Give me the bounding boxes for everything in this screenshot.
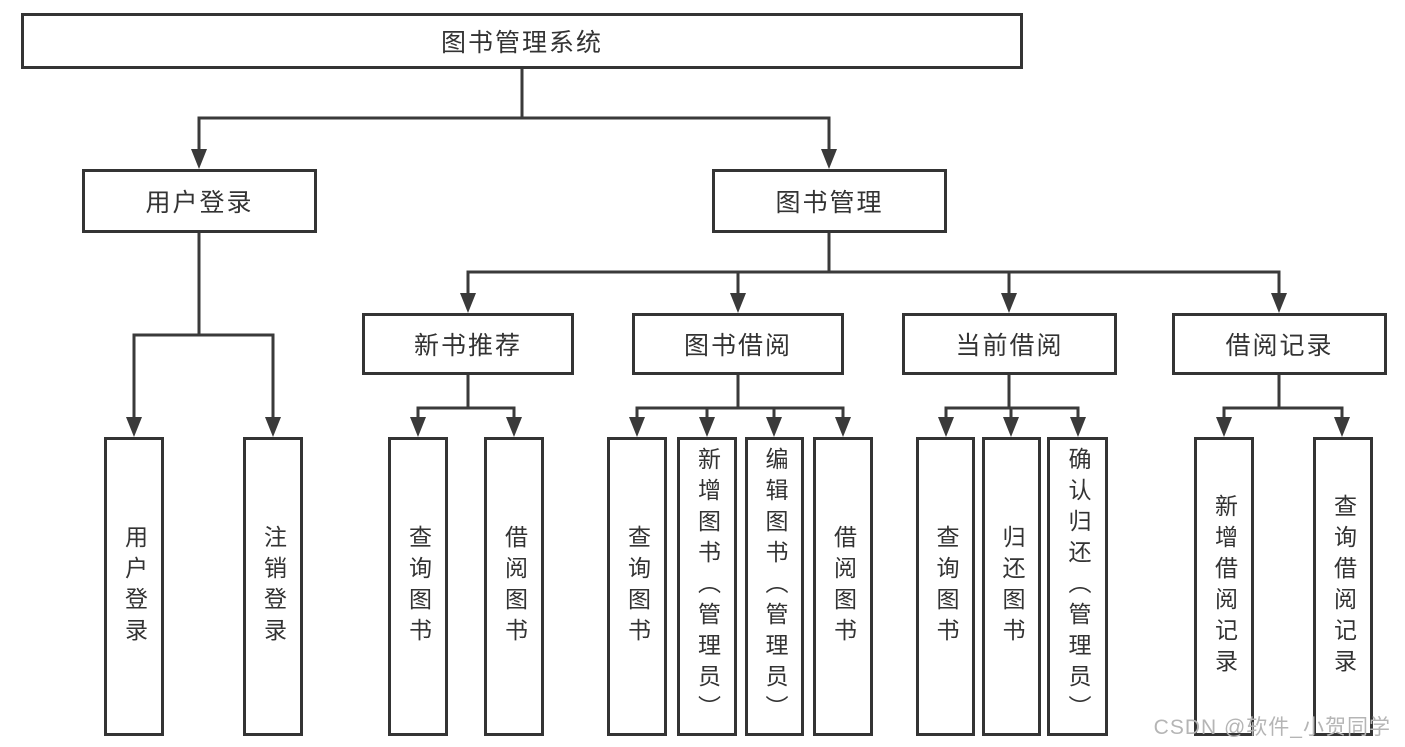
node-branch-user-login-label: 用户登录 (145, 189, 254, 217)
node-leaf-query-books-borrow: 查询图书 (607, 437, 667, 736)
node-root-label: 图书管理系统 (440, 29, 603, 57)
node-leaf-borrow-books-label: 借阅图书 (830, 524, 857, 649)
node-leaf-query-borrow-record: 查询借阅记录 (1313, 437, 1373, 736)
node-leaf-edit-books-admin-label: 编辑图书（管理员） (762, 447, 788, 726)
node-leaf-query-borrow-record-label: 查询借阅记录 (1330, 493, 1357, 680)
connector-arrowheads (126, 149, 1350, 437)
node-leaf-logout-label: 注销登录 (260, 524, 287, 649)
node-leaf-return-books: 归还图书 (982, 437, 1041, 736)
node-leaf-query-books-recommend-label: 查询图书 (405, 524, 432, 649)
node-module-book-borrow: 图书借阅 (632, 313, 844, 375)
node-module-book-borrow-label: 图书借阅 (683, 332, 792, 360)
node-leaf-query-books-current: 查询图书 (916, 437, 975, 736)
node-leaf-add-borrow-record-label: 新增借阅记录 (1211, 493, 1238, 680)
node-module-new-book-recommend-label: 新书推荐 (413, 332, 522, 360)
node-leaf-confirm-return-admin: 确认归还（管理员） (1047, 437, 1108, 736)
node-module-borrow-records-label: 借阅记录 (1225, 332, 1334, 360)
node-leaf-query-books-borrow-label: 查询图书 (624, 524, 651, 649)
node-leaf-add-borrow-record: 新增借阅记录 (1194, 437, 1254, 736)
node-leaf-edit-books-admin: 编辑图书（管理员） (745, 437, 804, 736)
node-root: 图书管理系统 (21, 13, 1023, 69)
node-module-new-book-recommend: 新书推荐 (362, 313, 574, 375)
node-leaf-query-books-current-label: 查询图书 (933, 524, 959, 649)
node-leaf-logout: 注销登录 (243, 437, 303, 736)
node-leaf-borrow-books-recommend: 借阅图书 (484, 437, 544, 736)
node-leaf-confirm-return-admin-label: 确认归还（管理员） (1065, 447, 1091, 726)
node-leaf-add-books-admin-label: 新增图书（管理员） (694, 447, 721, 726)
node-leaf-add-books-admin: 新增图书（管理员） (677, 437, 737, 736)
node-branch-user-login: 用户登录 (82, 169, 317, 233)
node-module-current-borrow-label: 当前借阅 (955, 332, 1064, 360)
node-leaf-return-books-label: 归还图书 (999, 524, 1025, 649)
node-leaf-borrow-books: 借阅图书 (813, 437, 873, 736)
node-module-borrow-records: 借阅记录 (1172, 313, 1387, 375)
node-branch-book-management-label: 图书管理 (775, 189, 884, 217)
watermark: CSDN @软件_小贺同学 (1153, 716, 1391, 739)
node-leaf-user-login: 用户登录 (104, 437, 164, 736)
node-leaf-borrow-books-recommend-label: 借阅图书 (501, 524, 528, 649)
node-branch-book-management: 图书管理 (712, 169, 947, 233)
node-leaf-user-login-label: 用户登录 (121, 524, 148, 649)
node-module-current-borrow: 当前借阅 (902, 313, 1117, 375)
node-leaf-query-books-recommend: 查询图书 (388, 437, 448, 736)
